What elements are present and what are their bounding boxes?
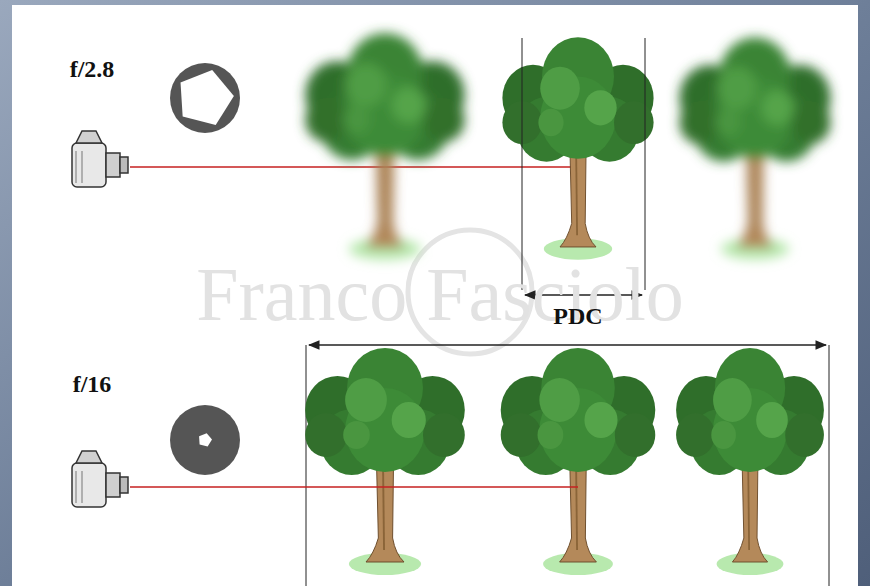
dof-limit (306, 345, 307, 586)
panel (12, 5, 858, 586)
watermark: Franco Fasciolo (196, 256, 684, 332)
focus-line (130, 486, 578, 488)
f-number: f/2.8 (70, 57, 115, 81)
sharp-tree (501, 348, 656, 575)
aperture-wide (170, 63, 240, 133)
dof-arrow (309, 344, 826, 345)
sharp-tree (502, 37, 653, 259)
blurred-tree (305, 33, 465, 260)
f-number-wrap: f/2.8 (70, 57, 115, 81)
f-number: f/16 (73, 372, 112, 396)
dof-label: PDC (553, 304, 602, 328)
f-number-wrap: f/16 (73, 372, 112, 396)
watermark-wrap: Franco Fasciolo (196, 256, 684, 332)
sharp-tree (676, 348, 824, 575)
dof-limit (645, 38, 646, 290)
sharp-tree (305, 348, 465, 575)
camera-icon (72, 131, 128, 187)
focus-line (130, 166, 576, 168)
dof-limit (829, 345, 830, 586)
camera-icon (72, 451, 128, 507)
aperture-narrow (170, 405, 240, 475)
dof-label-wrap: PDC (553, 304, 602, 328)
blurred-tree (679, 37, 830, 259)
dof-limit (522, 38, 523, 290)
